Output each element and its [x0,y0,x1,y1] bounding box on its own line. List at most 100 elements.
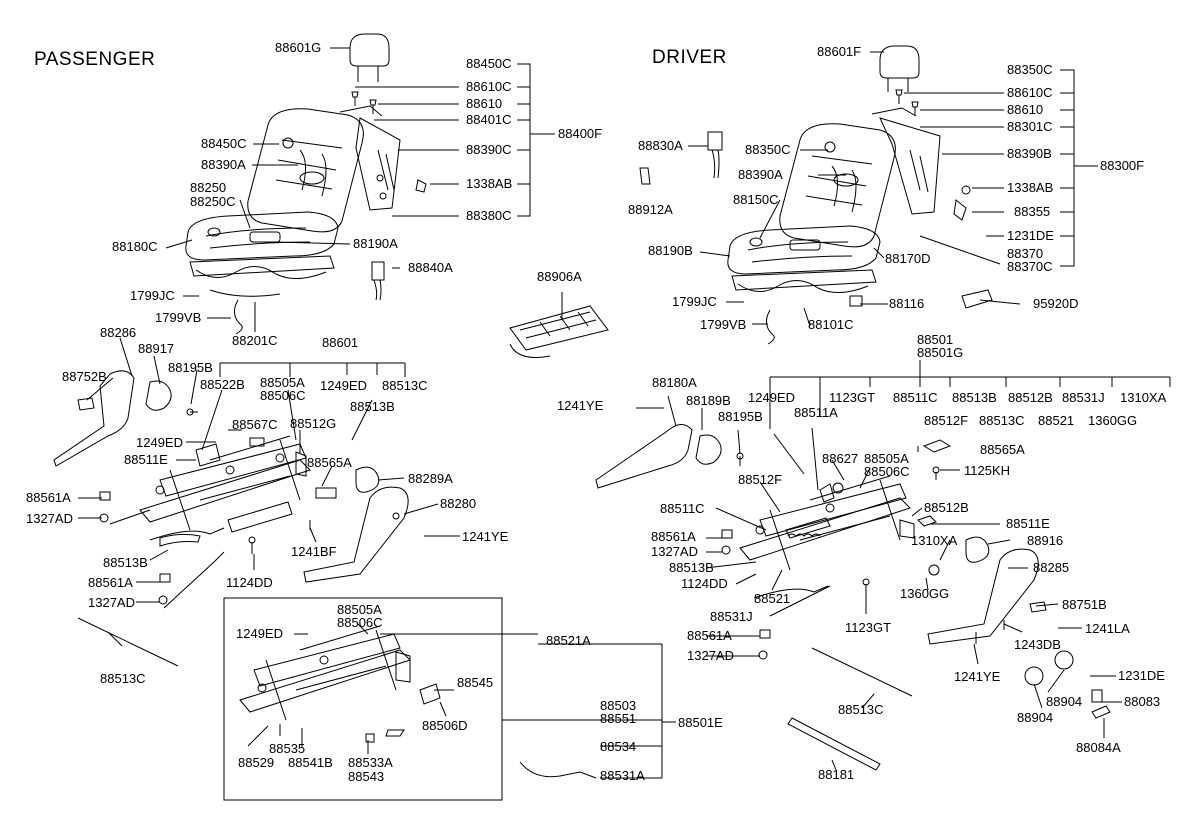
part-label: 1310XA [911,533,958,548]
part-label: 88512G [290,416,337,431]
part-label: 88506C [337,615,383,630]
part-label: 88503 [600,698,637,713]
part-label: 88511A [794,405,838,420]
part-label: 88083 [1124,694,1161,709]
passenger-track-detail-box [223,597,503,801]
part-label: 88190A [353,236,398,251]
part-label: 88506C [864,464,910,479]
part-label: 1123GT [829,390,876,405]
part-label: 88610 [1007,102,1044,117]
driver-back-frame [871,107,971,221]
part-label: 88522B [200,377,245,392]
part-label: 88116 [889,296,925,311]
part-label: 88601 [322,335,359,350]
part-label: 1125KH [964,463,1011,478]
part-label: 88512F [738,472,783,487]
part-label: 88513C [979,413,1025,428]
part-label: 88285 [1033,560,1070,575]
part-label: 88513B [952,390,997,405]
driver-buckle-parts [639,131,993,309]
part-label: 88534 [600,739,637,754]
section-title-passenger: PASSENGER [34,49,156,70]
part-label: 88561A [687,628,732,643]
part-label: 1241LA [1085,621,1130,636]
part-label: 88350C [745,142,791,157]
passenger-headrest [349,33,390,82]
driver-seat-track [739,475,915,599]
part-label: 88531J [1062,390,1105,405]
part-label: 88541B [288,755,333,770]
part-label: 88501 [917,332,954,347]
part-label: 88565A [980,442,1025,457]
part-label: 1241BF [291,544,337,559]
part-label: 88390A [738,167,783,182]
part-label: 88521 [1038,413,1075,428]
part-label: 88830A [638,138,683,153]
part-label: 1231DE [1007,228,1054,243]
part-label: 88501G [917,345,964,360]
part-label: 88561A [651,529,696,544]
part-label: 88380C [466,208,512,223]
part-label: 95920D [1033,296,1079,311]
part-label: 88511E [124,452,168,467]
part-label: 1123GT [845,620,892,635]
part-label: 88505A [864,451,909,466]
part-label: 88512B [1008,390,1053,405]
part-label: 88917 [138,341,175,356]
passenger-small-parts [99,408,434,605]
leader-lines [78,47,1171,779]
part-label: 1241YE [462,529,509,544]
part-label: 88904 [1017,710,1054,725]
part-label: 1249ED [136,435,183,450]
part-label: 88601G [275,40,322,55]
part-label: 88513B [669,560,714,575]
part-label: 88280 [440,496,477,511]
part-label: 1360GG [1088,413,1138,428]
part-label: 88450C [466,56,512,71]
part-label: 1327AD [26,511,73,526]
part-label: 1241YE [954,669,1001,684]
part-label: 88501E [678,715,723,730]
part-label: 1327AD [651,544,698,559]
part-label: 88513B [350,399,395,414]
part-label: 88300F [1100,158,1145,173]
part-label: 88916 [1027,533,1064,548]
part-label: 1799VB [155,310,202,325]
part-label: 88390B [1007,146,1052,161]
part-label: 88101C [808,317,854,332]
passenger-seat-back [247,108,364,233]
part-label: 88601F [817,44,862,59]
part-label: 88513C [382,378,428,393]
passenger-headrest-guides [351,91,377,114]
driver-headrest-guides [895,89,919,116]
passenger-outer-cover [303,466,409,583]
part-label: 88201C [232,333,278,348]
part-label: 88513B [103,555,148,570]
part-label: 88505A [260,375,305,390]
driver-inner-cover [595,424,722,489]
part-label: 88529 [238,755,275,770]
driver-outer-cover [927,536,1039,645]
part-label: 88752B [62,369,107,384]
part-label: 88521A [546,633,591,648]
part-label: 88505A [337,602,382,617]
part-label: 88531A [600,768,645,783]
part-label: 88190B [648,243,693,258]
part-label: 88180C [112,239,158,254]
part-label: 1338AB [1007,180,1054,195]
part-label: 88181 [818,767,855,782]
part-label: 88535 [269,741,306,756]
driver-headrest [879,45,920,92]
part-label: 1249ED [320,378,367,393]
part-label: 88180A [652,375,697,390]
passenger-release-cable [77,617,179,667]
part-label: 88355 [1014,204,1051,219]
part-label: 88751B [1062,597,1107,612]
passenger-seat-cushion [185,211,339,297]
part-label: 1241YE [557,398,604,413]
passenger-track-detail [239,625,597,779]
part-label: 88551 [600,711,637,726]
passenger-buckle [371,261,385,301]
part-label: 88512B [924,500,969,515]
part-label: 88912A [628,202,673,217]
